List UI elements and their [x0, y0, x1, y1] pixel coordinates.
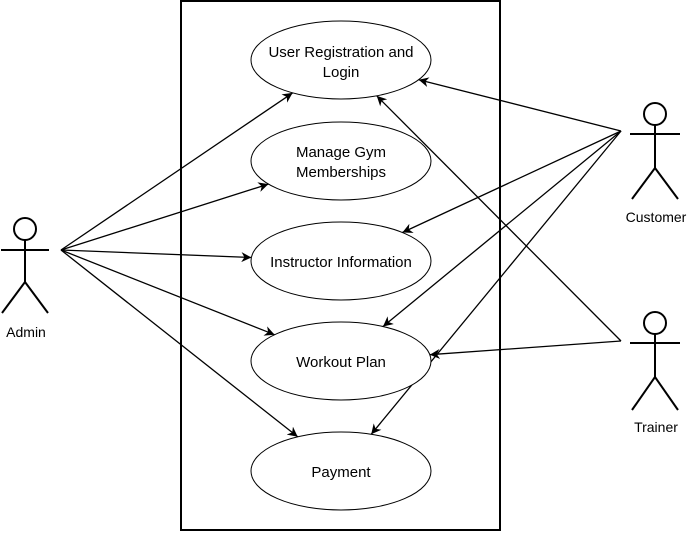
association-arrow-customer-workout — [382, 130, 622, 328]
use-case-workout[interactable]: Workout Plan — [250, 321, 432, 401]
actor-head-icon — [643, 311, 667, 335]
use-case-registration[interactable]: User Registration and Login — [250, 20, 432, 100]
system-boundary — [180, 0, 501, 531]
use-case-label: Manage Gym — [296, 144, 386, 161]
use-case-label: Instructor Information — [270, 254, 412, 271]
use-case-memberships[interactable]: Manage Gym Memberships — [250, 121, 432, 201]
actor-customer[interactable] — [630, 102, 680, 200]
association-arrow-admin-memberships — [60, 182, 269, 251]
association-arrow-customer-registration — [418, 77, 622, 132]
association-arrow-admin-instructor — [60, 249, 252, 263]
actor-head-icon — [643, 102, 667, 126]
actor-admin[interactable] — [1, 217, 49, 314]
association-arrow-admin-registration — [60, 92, 293, 251]
use-case-label: Memberships — [296, 164, 386, 181]
use-cases: User Registration and Login Manage Gym M… — [250, 20, 432, 511]
use-case-instructor[interactable]: Instructor Information — [250, 221, 432, 301]
association-arrow-admin-payment — [60, 249, 299, 438]
use-case-label: Payment — [311, 464, 371, 481]
actor-label-customer: Customer — [626, 209, 687, 225]
actor-head-icon — [13, 217, 37, 241]
use-case-label: User Registration and — [268, 44, 413, 61]
use-case-payment[interactable]: Payment — [250, 431, 432, 511]
actor-trainer[interactable] — [630, 311, 680, 411]
association-arrow-customer-instructor — [402, 130, 622, 234]
use-case-label: Workout Plan — [296, 354, 386, 371]
use-case-label: Login — [323, 64, 360, 81]
association-arrow-admin-workout — [60, 249, 275, 336]
association-arrow-trainer-workout — [429, 340, 622, 359]
actor-label-admin: Admin — [6, 324, 46, 340]
actor-label-trainer: Trainer — [634, 419, 678, 435]
association-arrow-trainer-registration — [376, 95, 622, 342]
